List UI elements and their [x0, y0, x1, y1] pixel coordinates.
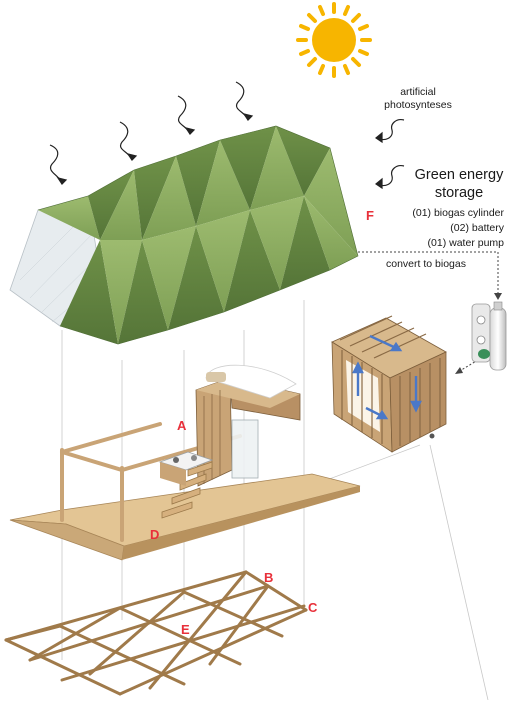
storage-item-battery: (02) battery — [450, 222, 504, 234]
storage-item-water-pump: (01) water pump — [427, 237, 504, 249]
foundation-truss — [4, 570, 308, 696]
sunlight-arrows — [49, 81, 405, 190]
label-b: B — [264, 570, 274, 585]
wooden-cube-module — [331, 315, 447, 453]
label-f: F — [366, 208, 374, 223]
folded-roof — [9, 125, 359, 345]
storage-item-biogas: (01) biogas cylinder — [412, 207, 504, 219]
squiggle-arrow-icon — [377, 119, 405, 141]
label-d: D — [150, 527, 160, 542]
sun-icon — [296, 2, 372, 78]
artificial-photosynthesis-label: artificial photosynteses — [384, 86, 452, 111]
airflow-arrows — [352, 334, 422, 420]
floor-platform — [9, 364, 361, 561]
green-energy-storage-heading: Green energy storage — [414, 167, 504, 201]
storage-equipment — [471, 301, 507, 371]
label-e: E — [181, 622, 190, 637]
label-c: C — [308, 600, 318, 615]
connector-dotted — [358, 251, 499, 373]
squiggle-arrow-icon — [377, 165, 405, 187]
label-a: A — [177, 418, 187, 433]
convert-to-biogas-label: convert to biogas — [386, 258, 466, 270]
